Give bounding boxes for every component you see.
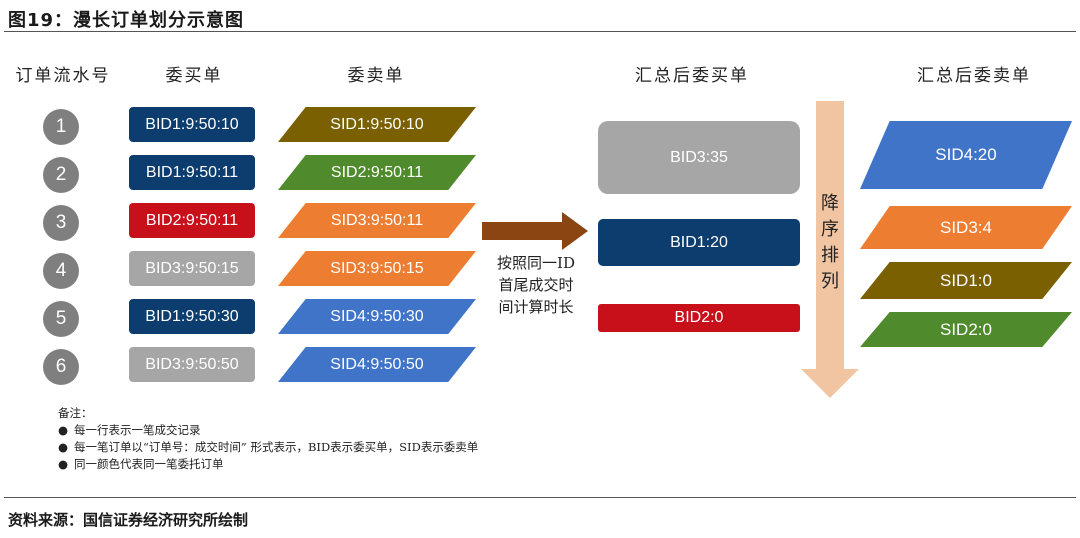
sell-order-box: SID2:9:50:11 xyxy=(278,155,476,190)
arrow-caption-line: 按照同一ID xyxy=(497,254,575,272)
top-rule xyxy=(4,31,1076,32)
buy-order-box: BID1:9:50:10 xyxy=(129,107,255,142)
agg-buy-box: BID1:20 xyxy=(598,219,800,266)
notes: 备注： 每一行表示一笔成交记录 每一笔订单以“订单号：成交时间” 形式表示，BI… xyxy=(58,405,658,473)
header-agg-sell: 汇总后委卖单 xyxy=(917,66,1031,86)
agg-sell-box: SID1:0 xyxy=(860,262,1072,299)
row-number-circle: 2 xyxy=(43,157,79,193)
row-number-circle: 3 xyxy=(43,205,79,241)
note-item: 同一颜色代表同一笔委托订单 xyxy=(58,456,658,473)
agg-sell-box: SID3:4 xyxy=(860,206,1072,249)
source-note: 资料来源：国信证券经济研究所绘制 xyxy=(8,511,249,529)
sell-order-box: SID3:9:50:15 xyxy=(278,251,476,286)
row-number-circle: 6 xyxy=(43,349,79,385)
agg-sell-box: SID4:20 xyxy=(860,121,1072,189)
arrow-caption-line: 首尾成交时 xyxy=(498,276,574,294)
sell-order-box: SID4:9:50:50 xyxy=(278,347,476,382)
sort-char: 序 xyxy=(821,219,839,240)
row-number-circle: 4 xyxy=(43,253,79,289)
agg-sell-box: SID2:0 xyxy=(860,312,1072,347)
agg-buy-box: BID3:35 xyxy=(598,121,800,194)
row-number-circle: 5 xyxy=(43,301,79,337)
notes-heading: 备注： xyxy=(58,406,93,420)
sell-order-box: SID1:9:50:10 xyxy=(278,107,476,142)
note-item: 每一笔订单以“订单号：成交时间” 形式表示，BID表示委买单，SID表示委卖单 xyxy=(58,439,658,456)
right-arrow-icon xyxy=(482,212,588,250)
sell-order-box: SID4:9:50:30 xyxy=(278,299,476,334)
buy-order-box: BID3:9:50:15 xyxy=(129,251,255,286)
header-serial: 订单流水号 xyxy=(15,66,111,86)
bottom-rule xyxy=(4,497,1076,498)
sort-char: 列 xyxy=(821,271,839,292)
sell-order-box: SID3:9:50:11 xyxy=(278,203,476,238)
arrow-caption-line: 间计算时长 xyxy=(498,298,574,316)
sort-caption: 降 序 排 列 xyxy=(818,191,842,295)
note-item: 每一行表示一笔成交记录 xyxy=(58,422,658,439)
header-buy: 委买单 xyxy=(165,66,223,86)
header-agg-buy: 汇总后委买单 xyxy=(635,66,749,86)
buy-order-box: BID3:9:50:50 xyxy=(129,347,255,382)
row-number-circle: 1 xyxy=(43,109,79,145)
figure-title: 图19：漫长订单划分示意图 xyxy=(8,10,245,31)
sort-char: 排 xyxy=(821,245,839,266)
arrow-caption: 按照同一ID 首尾成交时 间计算时长 xyxy=(478,252,594,318)
header-sell: 委卖单 xyxy=(347,66,405,86)
down-arrow-icon xyxy=(801,101,859,398)
agg-buy-box: BID2:0 xyxy=(598,304,800,332)
buy-order-box: BID2:9:50:11 xyxy=(129,203,255,238)
buy-order-box: BID1:9:50:30 xyxy=(129,299,255,334)
buy-order-box: BID1:9:50:11 xyxy=(129,155,255,190)
sort-char: 降 xyxy=(821,193,839,214)
